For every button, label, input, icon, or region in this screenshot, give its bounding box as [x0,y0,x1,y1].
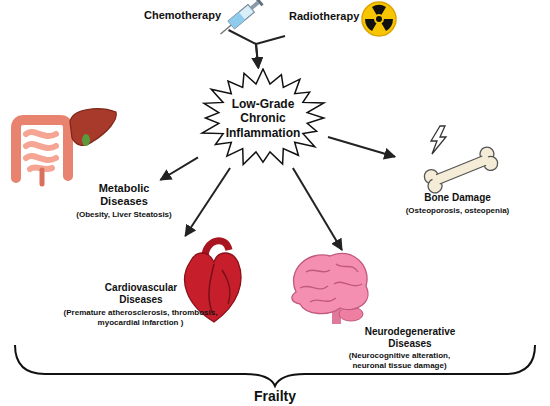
bone-shaft [431,154,490,186]
starburst-shape [202,69,324,165]
radiation-blade [372,5,386,15]
flow-arrow [160,157,198,180]
gallbladder-icon [82,134,90,146]
bone-edge [440,165,486,184]
disease-node: Neurodegenerative Diseases(Neurocognitiv… [288,250,470,374]
flow-arrow [185,168,230,236]
disease-title: Neurodegenerative Diseases [355,326,465,350]
disease-detail: (Osteoporosis, osteopenia) [395,206,520,216]
rectum [40,170,45,184]
flow-arrow [293,168,342,250]
treatment-node: Radiotherapy [285,2,400,38]
disease-title: Cardiovascular Diseases [96,282,186,306]
treatment-node: Chemotherapy [140,2,262,30]
syringe-icon [217,0,263,38]
lightning-icon [431,126,446,154]
syringe-plunger-end [255,0,264,6]
flow-arrow [256,36,285,68]
coronary-vessel [209,264,230,312]
brain-icon [292,253,368,313]
treatment-label: Radiotherapy [289,10,379,23]
disease-detail: (Obesity, Liver Steatosis) [62,210,186,220]
disease-title: Bone Damage [395,192,520,204]
disease-node: Metabolic Diseases (Obesity, Liver Steato… [62,180,186,224]
disease-title: Metabolic Diseases [89,182,159,208]
grouping-brace [15,345,535,386]
radiation-core [376,16,382,22]
small-intestine [26,132,56,169]
brain-sulcus [300,264,362,302]
treatment-label: Chemotherapy [144,9,234,22]
disease-node: Cardiovascular Diseases (Premature athero… [58,236,248,334]
flow-arrow [328,137,395,157]
disease-detail: (Premature atherosclerosis, thrombosis, … [58,308,223,327]
radiation-disc [362,2,396,36]
liver-icon [70,109,116,146]
syringe-barrel [228,4,254,28]
radiation-blade [382,19,394,31]
bone-edge [436,156,482,175]
flow-arrow [229,30,259,68]
disease-detail: (Neurocognitive alteration, neuronal tis… [332,351,467,370]
radiation-blade [365,19,377,31]
disease-node: Bone Damage (Osteoporosis, osteopenia) [395,128,520,222]
central-starburst: Low-Grade Chronic Inflammation [198,68,328,168]
syringe-liquid [228,12,245,29]
central-label: Low-Grade Chronic Inflammation [223,97,303,140]
group-label: Frailty [200,388,350,405]
